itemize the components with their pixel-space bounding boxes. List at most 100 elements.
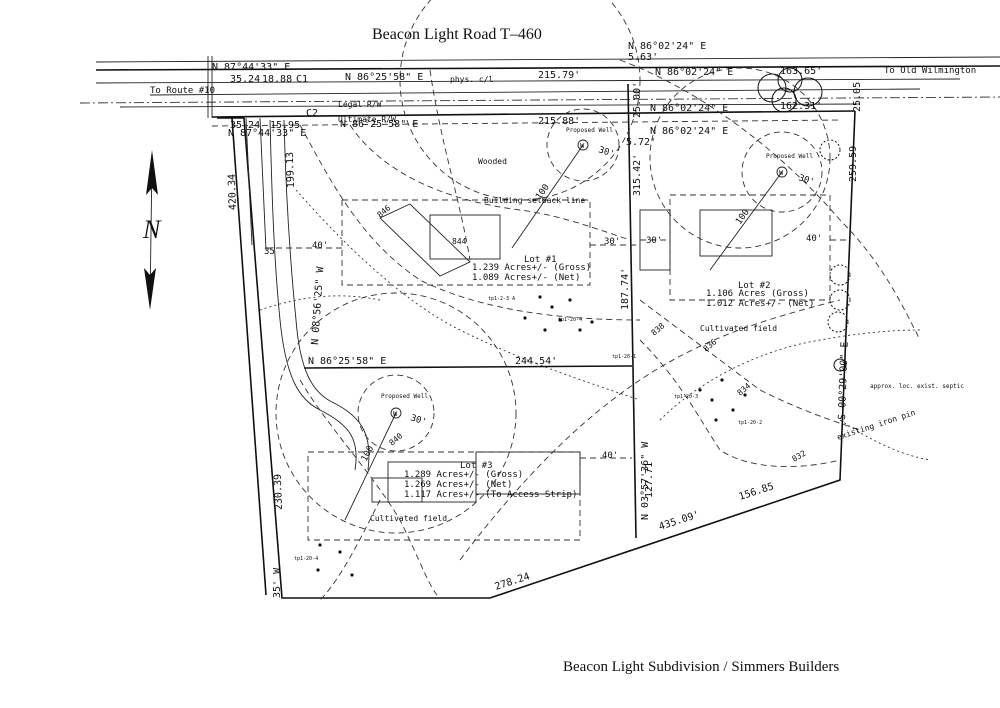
road-lines — [79, 56, 1000, 127]
distance-label: 5.63' — [628, 52, 658, 63]
phys-cl-label: phys. c/l — [450, 75, 494, 84]
distance-label: 187.74' — [620, 268, 631, 310]
test-pit-label: tp1-20-4 — [294, 556, 318, 562]
proposed-well-label: Proposed Well — [566, 127, 613, 134]
distance-label: 215.88' — [538, 116, 580, 127]
footer-caption: Beacon Light Subdivision / Simmers Build… — [563, 659, 839, 675]
house-lot1 — [429, 214, 501, 260]
bearing-label: N 86°02'24" E — [650, 103, 728, 114]
distance-label: 259.59 — [848, 146, 859, 182]
distance-label: 30' — [797, 173, 816, 188]
curve-label: C1 — [296, 74, 308, 85]
lot-name: Lot #2 — [738, 281, 771, 291]
distance-label: 30' — [409, 413, 428, 428]
test-pit-label: tp1-20-2 — [738, 420, 762, 426]
lot-gross-area: 1.289 Acres+/- (Gross) — [404, 470, 523, 480]
contour-label: 846 — [376, 203, 393, 219]
cultivated-field-label: Cultivated field — [370, 514, 447, 523]
distance-label: 15.95 — [270, 120, 300, 131]
distance-label: 127.71 — [644, 462, 655, 498]
distance-label: 215.79' — [538, 70, 580, 81]
test-pit-label: tp1-20-1 — [612, 354, 636, 360]
distance-label: 35.24 — [230, 120, 260, 131]
distance-label: 315.42' — [632, 154, 643, 196]
distance-label: 162.31' — [780, 101, 822, 112]
lot-net-area: 1.012 Acres+/- (Net) — [706, 299, 814, 309]
bearing-label: N 86°02'24" E — [650, 126, 728, 137]
contour-label: 832 — [791, 449, 808, 464]
proposed-well-label: Proposed Well — [381, 393, 428, 400]
wooded-label: Wooded — [478, 157, 507, 166]
plan-title: Beacon Light Road T–460 — [372, 26, 542, 43]
lot-name: Lot #3 — [460, 461, 493, 471]
distance-label: 420.34 — [227, 174, 239, 210]
access-strip — [269, 119, 370, 471]
test-pit-label: tp1-20-4 — [558, 317, 582, 323]
distance-label: 230.39 — [273, 474, 285, 510]
distance-label: 40' — [602, 451, 618, 461]
to-route-label: To Route #10 — [150, 86, 215, 96]
lot-name: Lot #1 — [524, 255, 557, 265]
distance-label: 35.24 — [230, 74, 260, 85]
proposed-well-label: Proposed Well — [766, 153, 813, 160]
setback-label: Building setback line — [484, 196, 585, 205]
distance-label: 5.72' — [626, 137, 656, 148]
bearing-label: S 00°29'00" E — [837, 341, 851, 420]
well-radii — [275, 0, 831, 534]
distance-label: 156.85 — [738, 481, 776, 503]
well-symbol-label: W — [580, 142, 585, 150]
contour-lines — [259, 59, 931, 601]
test-pit-label: tp1-20-3 — [674, 394, 698, 400]
ultimate-rw-label: Ultimate R/W — [338, 115, 396, 124]
house-number-label: 844 — [452, 237, 467, 246]
bearing-label: N 86°25'58" E — [340, 119, 418, 130]
bearing-label: N 08°56'25" W — [310, 265, 327, 345]
lot-1-label: Lot #1 1.239 Acres+/- (Gross) 1.089 Acre… — [472, 255, 591, 283]
lot-gross-area: 1.239 Acres+/- (Gross) — [472, 263, 591, 273]
distance-label: 30' — [604, 237, 620, 247]
lot-3-label: Lot #3 1.289 Acres+/- (Gross) 1.269 Acre… — [404, 461, 577, 500]
lot-net-area: 1.089 Acres+/- (Net) — [472, 273, 580, 283]
north-arrow: N — [142, 150, 162, 310]
distance-label: 30' — [597, 145, 616, 160]
distance-label: 40' — [312, 241, 328, 251]
bearing-label: N 86°25'58" E — [345, 72, 423, 83]
lot-access-area: 1.117 Acres+/- (To Access Strip) — [404, 490, 577, 500]
test-pit-dots — [316, 295, 747, 577]
north-label: N — [142, 215, 162, 244]
well-symbol-label: W — [779, 169, 784, 177]
bearing-label: N 87°44'33" E — [212, 62, 290, 73]
distance-label: 18.88 — [262, 74, 292, 85]
legal-rw-label: Legal R/W — [338, 100, 382, 109]
distance-label: 40' — [806, 234, 822, 244]
septic-label: approx. loc. exist. septic — [870, 383, 964, 390]
bearing-label: N 86°25'58" E — [308, 356, 386, 367]
houses — [371, 203, 773, 503]
distance-label: 25.05 — [852, 82, 863, 112]
distance-label: 163.65' — [780, 66, 822, 77]
contour-label: 838 — [650, 321, 667, 337]
distance-label: 25.00' — [632, 82, 643, 118]
lot-2-label: Lot #2 1.106 Acres (Gross) 1.012 Acres+/… — [706, 281, 814, 309]
to-old-wilmington-label: To Old Wilmington — [884, 66, 976, 76]
house-lot2 — [699, 209, 773, 257]
test-pit-label: tp1-2-3 A — [488, 296, 515, 302]
well-symbol-label: W — [393, 410, 398, 418]
distance-label: 244.54' — [515, 356, 557, 367]
bearing-label: N 03°57'36" W — [640, 441, 651, 520]
bearing-label: N 86°02'24" E — [628, 41, 706, 52]
distance-label: 30' — [646, 236, 662, 246]
contour-label: 834 — [736, 381, 753, 397]
trees — [757, 67, 851, 372]
distance-label: 35 — [264, 247, 275, 257]
property-boundary — [217, 83, 856, 599]
lot-net-area: 1.269 Acres+/- (Net) — [404, 480, 512, 490]
cultivated-field-label: Cultivated field — [700, 324, 777, 333]
bearing-label: 35' W — [272, 567, 283, 598]
distance-label: 199.13 — [285, 152, 297, 188]
lot-gross-area: 1.106 Acres (Gross) — [706, 289, 809, 299]
bearing-label: N 86°02'24" E — [655, 67, 733, 78]
curve-label: C2 — [306, 108, 318, 119]
bearing-label: N 87°44'33" E — [228, 128, 306, 139]
